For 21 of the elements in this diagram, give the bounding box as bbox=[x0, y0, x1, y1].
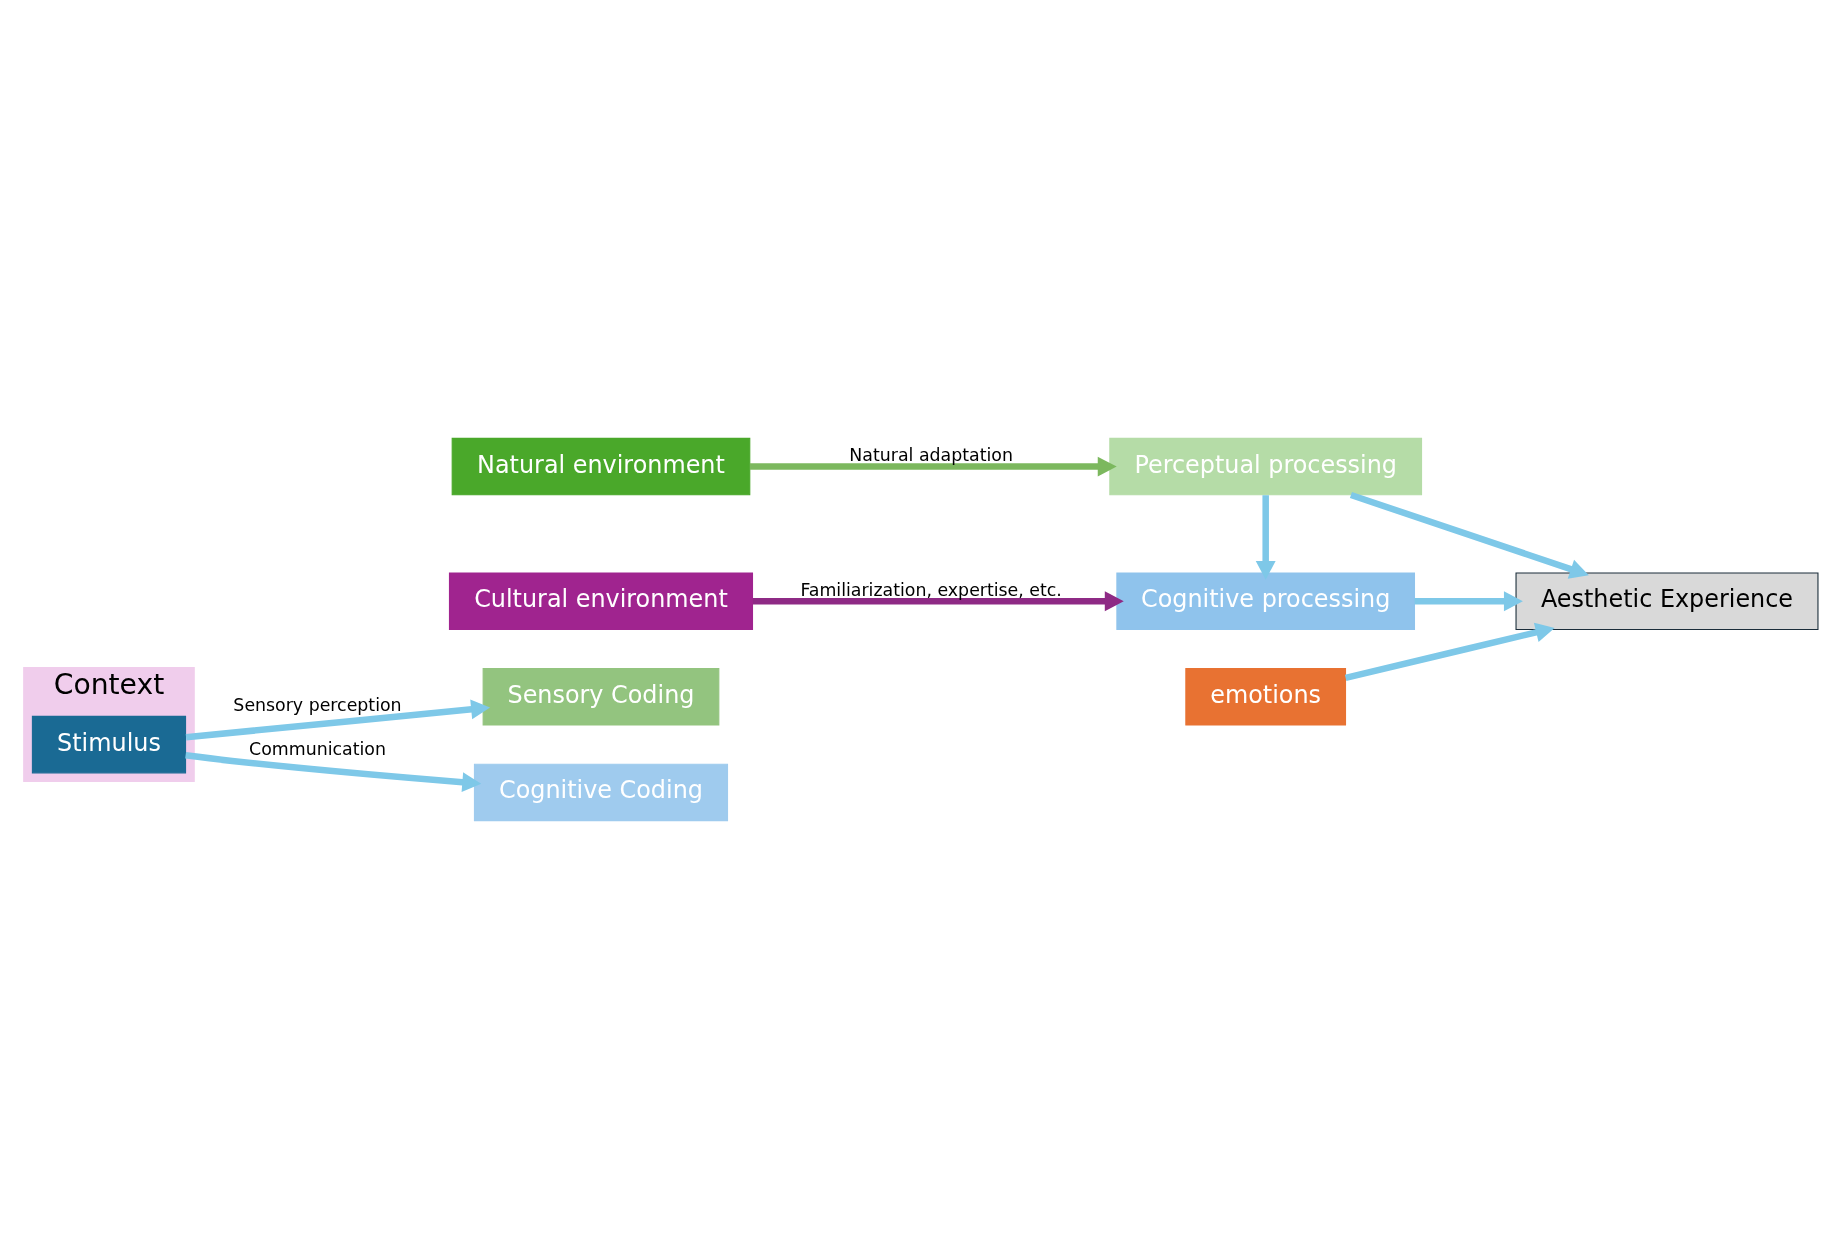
edge-label: Familiarization, expertise, etc. bbox=[799, 579, 1062, 600]
node-box: Sensory Coding bbox=[482, 667, 719, 726]
arrow bbox=[1414, 590, 1523, 611]
node-box: Perceptual processing bbox=[1108, 437, 1422, 495]
edge-label: Sensory perception bbox=[232, 694, 402, 715]
node-box: Aesthetic Experience bbox=[1515, 571, 1818, 630]
node-box: Cognitive Coding bbox=[473, 763, 728, 821]
node-box: Stimulus bbox=[31, 715, 186, 773]
arrow bbox=[1349, 491, 1589, 579]
arrow bbox=[185, 699, 490, 740]
arrow bbox=[749, 456, 1117, 477]
arrow bbox=[184, 751, 481, 792]
node-box: emotions bbox=[1184, 667, 1346, 726]
node-box: Cultural environment bbox=[448, 571, 753, 630]
arrow bbox=[752, 590, 1124, 611]
arrow bbox=[1255, 494, 1276, 580]
node-box: Natural environment bbox=[451, 437, 750, 495]
node-box: Cognitive processing bbox=[1115, 571, 1415, 630]
edge-label: Natural adaptation bbox=[848, 444, 1013, 465]
arrow bbox=[1344, 622, 1555, 681]
edge-label: Communication bbox=[248, 738, 386, 759]
